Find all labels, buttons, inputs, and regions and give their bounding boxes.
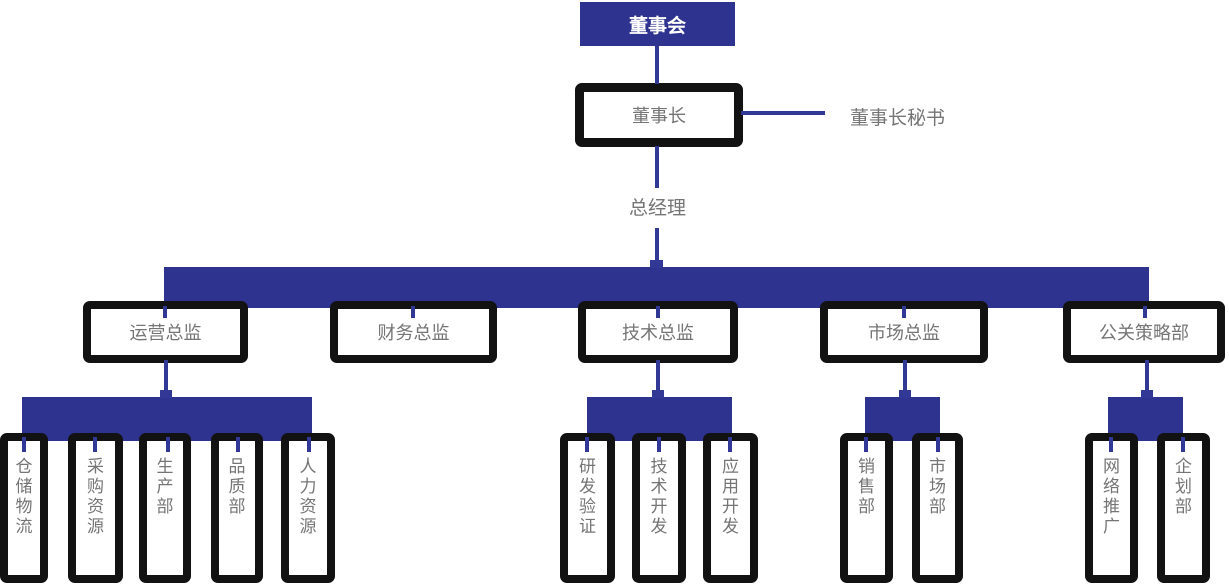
dept-label-operations: 运营总监 — [129, 323, 202, 343]
drop-pr — [1145, 360, 1149, 398]
tick-finance — [411, 306, 415, 318]
sub-box-rd-validation: 研发验证 — [560, 433, 615, 583]
sub-label-production: 生产部 — [156, 457, 174, 517]
sub-box-planning: 企划部 — [1157, 433, 1210, 583]
dept-label-finance: 财务总监 — [377, 323, 450, 343]
sub-box-app-dev: 应用开发 — [703, 433, 758, 583]
drop-operations — [164, 360, 168, 398]
drop-marketing-tick — [899, 390, 911, 398]
sub-box-procurement: 采购资源 — [68, 433, 123, 583]
chairman-box: 董事长 — [575, 83, 743, 147]
sub-label-hr: 人力资源 — [299, 457, 317, 537]
tick-quality — [236, 437, 240, 452]
dept-box-operations: 运营总监 — [83, 301, 248, 363]
tick-rd-validation — [585, 437, 589, 452]
connector-gm-trunk — [655, 228, 659, 268]
drop-technology — [656, 360, 660, 398]
sub-label-app-dev: 应用开发 — [722, 457, 739, 537]
sub-box-sales: 销售部 — [840, 433, 893, 583]
tick-hr — [307, 437, 311, 452]
sub-box-online-promo: 网络推广 — [1085, 433, 1138, 583]
chairman-label: 董事长 — [632, 106, 686, 126]
sub-label-planning: 企划部 — [1175, 457, 1192, 517]
tick-app-dev — [728, 437, 732, 452]
sub-label-sales: 销售部 — [858, 457, 875, 517]
dept-box-technology: 技术总监 — [578, 301, 738, 363]
drop-pr-tick — [1141, 390, 1153, 398]
dept-label-marketing: 市场总监 — [868, 323, 940, 343]
tick-marketing — [902, 306, 906, 318]
sub-label-tech-dev: 技术开发 — [650, 457, 668, 537]
sub-label-rd-validation: 研发验证 — [579, 457, 596, 537]
sub-label-warehouse-logistics: 仓储物流 — [15, 457, 33, 537]
sub-label-procurement: 采购资源 — [87, 457, 104, 537]
tick-technology — [656, 306, 660, 318]
tick-procurement — [93, 437, 97, 452]
dept-box-finance: 财务总监 — [330, 301, 497, 363]
sub-box-quality: 品质部 — [211, 433, 263, 583]
gm-label: 总经理 — [628, 198, 686, 219]
secretary-label: 董事长秘书 — [850, 108, 946, 129]
connector-chairman-secretary — [741, 111, 825, 115]
sub-box-hr: 人力资源 — [281, 433, 335, 583]
drop-operations-tick — [160, 390, 172, 398]
dept-box-marketing: 市场总监 — [820, 301, 988, 363]
drop-marketing — [903, 360, 907, 398]
tick-pr — [1143, 306, 1147, 318]
sub-box-warehouse-logistics: 仓储物流 — [0, 433, 48, 583]
connector-board-chairman — [655, 46, 659, 84]
sub-label-online-promo: 网络推广 — [1103, 457, 1120, 537]
sub-box-production: 生产部 — [139, 433, 191, 583]
tick-production — [166, 437, 170, 452]
dept-label-technology: 技术总监 — [622, 323, 694, 343]
sub-box-market: 市场部 — [912, 433, 963, 583]
connector-chairman-gm — [655, 146, 659, 188]
tick-warehouse — [22, 437, 26, 452]
drop-technology-tick — [652, 390, 664, 398]
tick-sales — [864, 437, 868, 452]
board-box: 董事会 — [580, 2, 735, 46]
sub-label-quality: 品质部 — [228, 457, 246, 517]
tick-online-promo — [1109, 437, 1113, 452]
sub-label-market: 市场部 — [929, 457, 946, 517]
tick-market — [936, 437, 940, 452]
connector-gm-trunk-tick — [650, 260, 663, 268]
board-label: 董事会 — [628, 15, 686, 37]
tick-tech-dev — [657, 437, 661, 452]
tick-planning — [1181, 437, 1185, 452]
tick-operations — [163, 306, 167, 318]
dept-label-pr: 公关策略部 — [1099, 323, 1189, 343]
sub-box-tech-dev: 技术开发 — [632, 433, 686, 583]
dept-box-pr: 公关策略部 — [1063, 301, 1225, 363]
